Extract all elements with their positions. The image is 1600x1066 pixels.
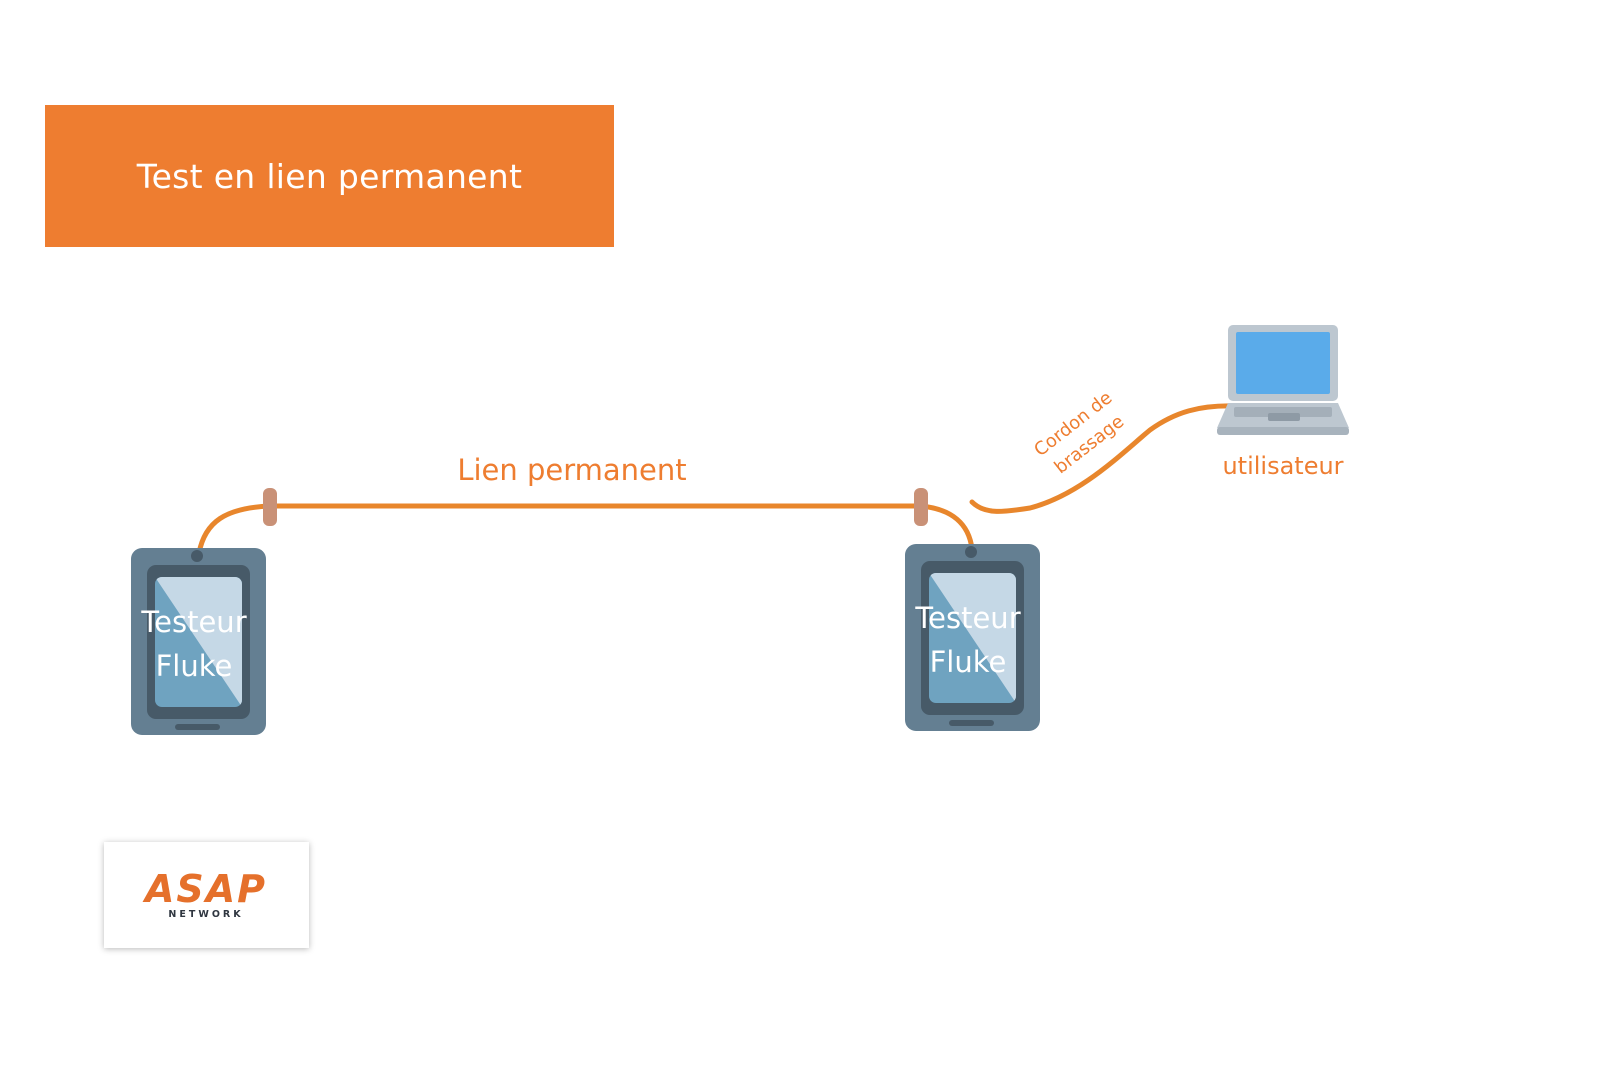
tester-right-label-line1: Testeur (914, 601, 1020, 635)
permanent-link-cable (196, 503, 975, 556)
asap-network-logo: ASAP NETWORK (104, 842, 309, 948)
connector-left (263, 488, 277, 526)
logo-subtitle: NETWORK (168, 909, 243, 920)
logo-wordmark: ASAP (142, 867, 267, 911)
title-banner: Test en lien permanent (45, 105, 614, 247)
page-title: Test en lien permanent (136, 156, 523, 196)
patch-cord-label: Cordon de brassage (1030, 387, 1128, 478)
tester-left-label-line1: Testeur (140, 605, 246, 639)
fluke-tester-left: Testeur Fluke (131, 548, 266, 735)
logo-mark: ASAP NETWORK (142, 867, 267, 920)
endpoint-label: utilisateur (1222, 452, 1343, 480)
connector-right (914, 488, 928, 526)
patch-cord-cable (969, 403, 1238, 514)
permanent-link-label: Lien permanent (457, 453, 686, 487)
fluke-tester-right: Testeur Fluke (905, 544, 1040, 731)
tester-left-label-line2: Fluke (156, 649, 233, 683)
tester-right-label-line2: Fluke (930, 645, 1007, 679)
laptop-icon (1217, 325, 1349, 435)
